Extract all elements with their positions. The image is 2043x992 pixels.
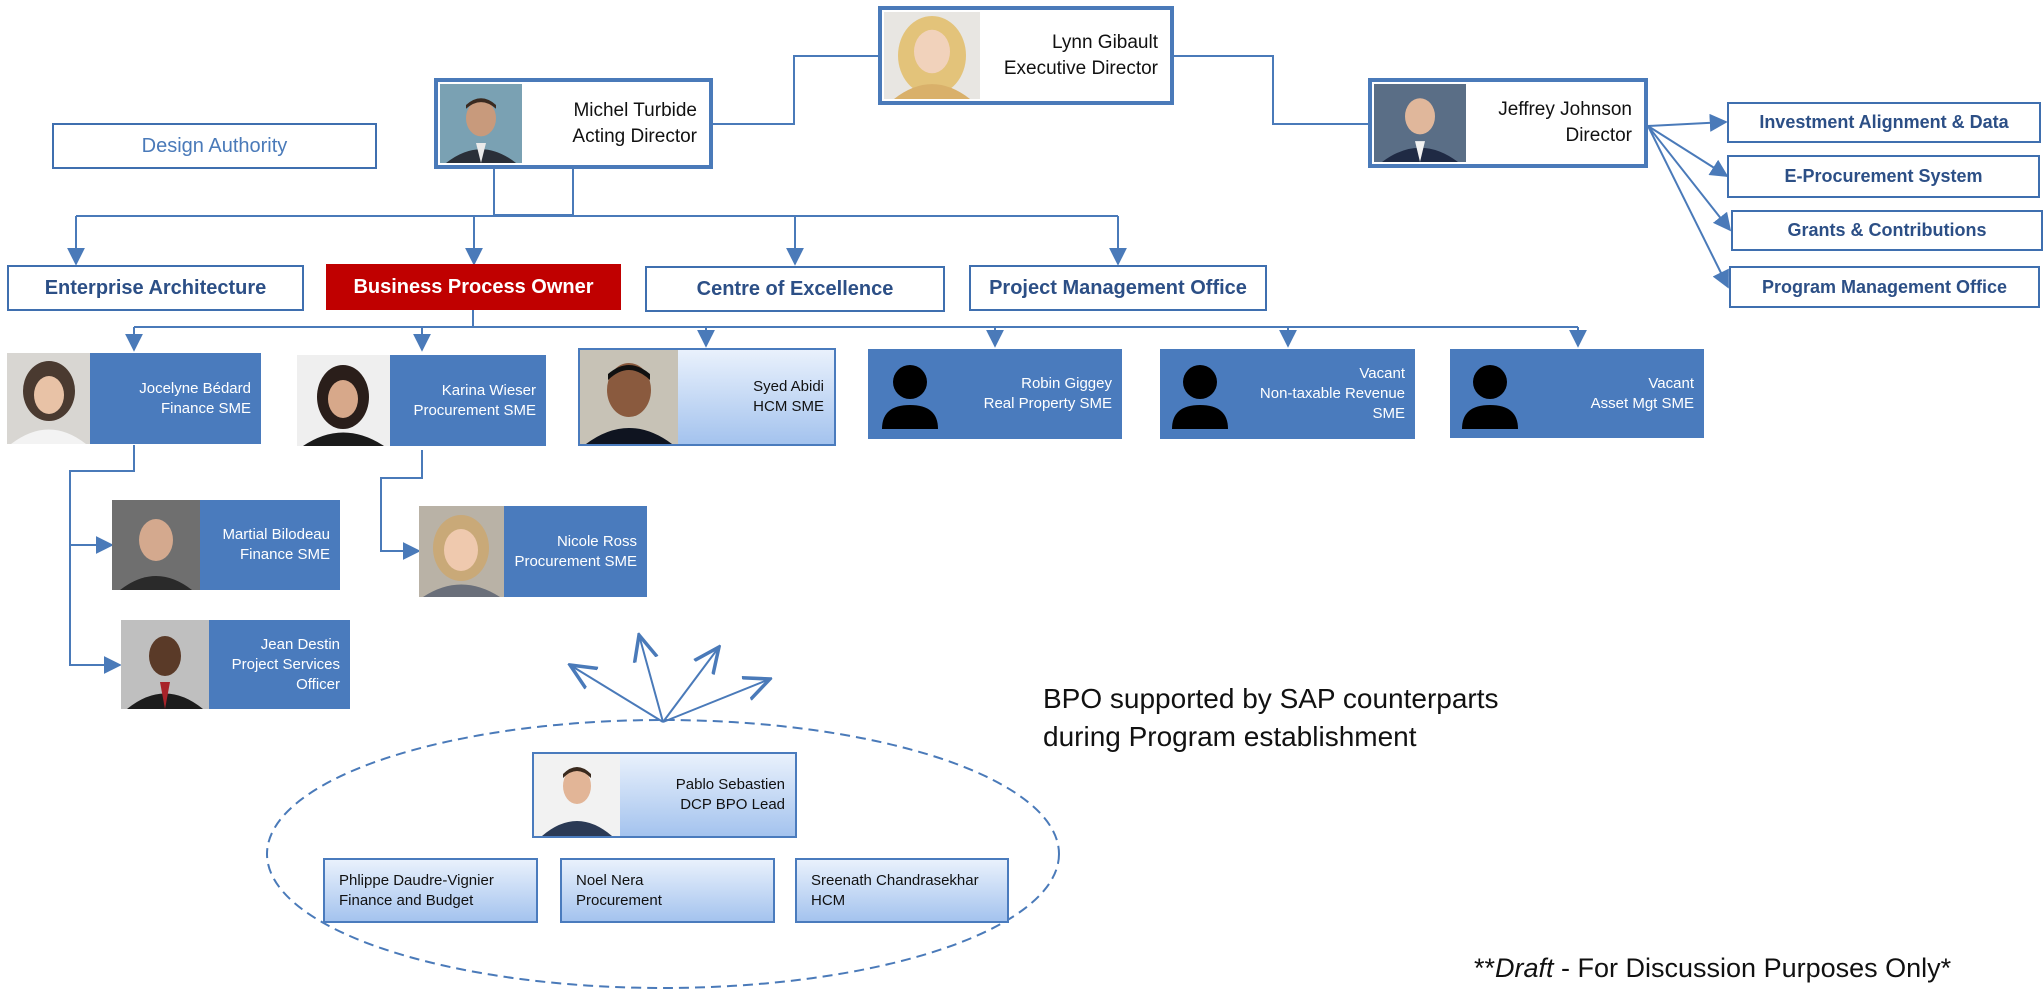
centre-of-excellence-box: Centre of Excellence	[645, 266, 945, 312]
sap-member-name: Phlippe Daudre-Vignier	[339, 871, 494, 889]
jean-destin-role-2: Officer	[296, 675, 340, 693]
sap-member-card: Phlippe Daudre-Vignier Finance and Budge…	[323, 858, 538, 923]
vacant-revenue-role: Non-taxable Revenue	[1259, 385, 1405, 402]
investment-alignment-box: Investment Alignment & Data	[1727, 102, 2041, 143]
lynn-gibault-card: Lynn Gibault Executive Director	[878, 6, 1174, 105]
nicole-ross-name: Nicole Ross	[556, 532, 637, 550]
nicole-ross-role: Procurement SME	[514, 552, 637, 570]
michel-turbide-card: Michel Turbide Acting Director	[434, 78, 713, 169]
vacant-revenue-name: Vacant	[1359, 365, 1405, 382]
michel-turbide-name: Michel Turbide	[573, 99, 697, 121]
karina-wieser-name: Karina Wieser	[441, 381, 536, 399]
sme-card-jocelyne: Jocelyne Bédard Finance SME	[7, 353, 261, 444]
sme-card-jean: Jean Destin Project Services Officer	[121, 620, 350, 709]
business-process-owner-box: Business Process Owner	[326, 264, 621, 310]
person-silhouette-icon	[1458, 349, 1522, 438]
sme-card-robin: Robin Giggey Real Property SME	[868, 349, 1122, 439]
robin-giggey-name: Robin Giggey	[1021, 375, 1112, 392]
sme-card-vacant-revenue: Vacant Non-taxable Revenue SME	[1160, 349, 1415, 439]
jocelyne-bedard-role: Finance SME	[160, 399, 251, 417]
person-silhouette-icon	[1168, 349, 1232, 439]
vacant-asset-role: Asset Mgt SME	[1590, 394, 1694, 412]
sap-member-role: HCM	[811, 891, 846, 909]
karina-wieser-role: Procurement SME	[413, 401, 536, 419]
sap-member-name: Sreenath Chandrasekhar	[811, 871, 979, 889]
draft-disclaimer: **Draft - For Discussion Purposes Only*	[1474, 953, 1951, 984]
martial-bilodeau-name: Martial Bilodeau	[222, 526, 330, 543]
jean-destin-photo	[121, 620, 209, 709]
syed-abidi-name: Syed Abidi	[753, 378, 824, 395]
bpo-support-note: BPO supported by SAP counterparts during…	[1043, 680, 1499, 756]
project-management-office-box: Project Management Office	[969, 265, 1267, 311]
sap-lead-card: Pablo Sebastien DCP BPO Lead	[532, 752, 797, 838]
program-management-office-box: Program Management Office	[1729, 266, 2040, 308]
syed-abidi-role: HCM SME	[753, 398, 824, 415]
michel-turbide-title: Acting Director	[572, 125, 697, 147]
bpo-support-note-line-2: during Program establishment	[1043, 721, 1417, 752]
draft-suffix: - For Discussion Purposes Only*	[1553, 953, 1952, 983]
sap-member-role: Procurement	[576, 891, 662, 909]
jean-destin-role: Project Services	[231, 655, 340, 673]
design-authority-box: Design Authority	[52, 123, 377, 169]
sme-card-syed: Syed Abidi HCM SME	[578, 348, 836, 446]
sap-member-role: Finance and Budget	[339, 891, 474, 909]
lynn-gibault-title: Executive Director	[1003, 57, 1158, 79]
martial-bilodeau-photo	[112, 500, 200, 590]
draft-prefix: **	[1474, 953, 1496, 983]
sme-card-nicole: Nicole Ross Procurement SME	[419, 506, 647, 597]
vacant-asset-name: Vacant	[1648, 374, 1694, 392]
jocelyne-bedard-photo	[7, 353, 90, 444]
draft-emphasis: Draft	[1495, 953, 1554, 983]
bpo-support-note-line-1: BPO supported by SAP counterparts	[1043, 683, 1499, 714]
martial-bilodeau-role: Finance SME	[239, 546, 330, 563]
person-silhouette-icon	[878, 349, 942, 439]
robin-giggey-role: Real Property SME	[983, 395, 1112, 412]
sap-member-card: Noel Nera Procurement	[560, 858, 775, 923]
jeffrey-johnson-title: Director	[1565, 125, 1632, 146]
pablo-sebastien-photo	[534, 754, 620, 836]
jeffrey-johnson-photo	[1374, 84, 1466, 162]
pablo-sebastien-name: Pablo Sebastien	[675, 776, 785, 793]
sap-member-name: Noel Nera	[576, 871, 644, 889]
grants-contributions-box: Grants & Contributions	[1731, 210, 2043, 251]
sap-member-card: Sreenath Chandrasekhar HCM	[795, 858, 1009, 923]
sme-card-martial: Martial Bilodeau Finance SME	[112, 500, 340, 590]
sme-card-vacant-asset: Vacant Asset Mgt SME	[1450, 349, 1704, 438]
karina-wieser-photo	[297, 355, 390, 446]
michel-turbide-photo	[440, 84, 522, 163]
lynn-gibault-name: Lynn Gibault	[1052, 31, 1158, 53]
e-procurement-system-box: E-Procurement System	[1727, 155, 2040, 198]
jean-destin-name: Jean Destin	[260, 635, 340, 653]
pablo-sebastien-role: DCP BPO Lead	[680, 796, 785, 813]
syed-abidi-photo	[580, 350, 678, 444]
vacant-revenue-role-2: SME	[1372, 405, 1405, 422]
jeffrey-johnson-card: Jeffrey Johnson Director	[1368, 78, 1648, 168]
jocelyne-bedard-name: Jocelyne Bédard	[139, 379, 251, 397]
jeffrey-johnson-name: Jeffrey Johnson	[1498, 99, 1632, 120]
nicole-ross-photo	[419, 506, 504, 597]
enterprise-architecture-box: Enterprise Architecture	[7, 265, 304, 311]
sme-card-karina: Karina Wieser Procurement SME	[297, 355, 546, 446]
lynn-gibault-photo	[884, 12, 980, 99]
